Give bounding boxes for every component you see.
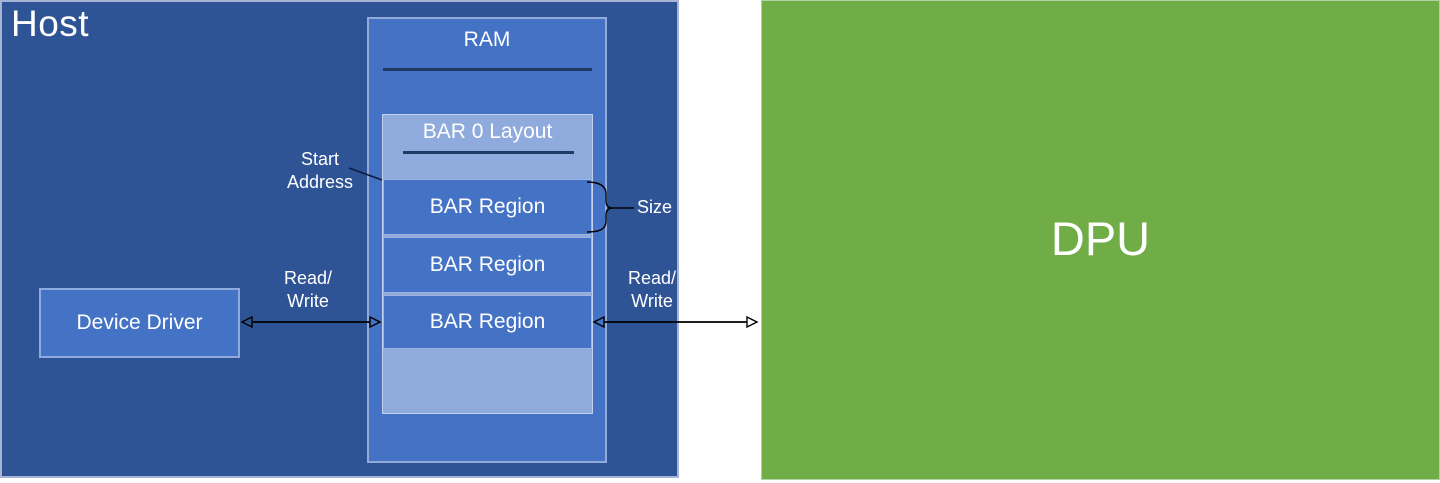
bar-region-3-label: BAR Region <box>429 310 546 333</box>
start-address-label: Start Address <box>279 148 361 194</box>
device-driver-label: Device Driver <box>76 311 203 334</box>
ram-title: RAM <box>463 28 511 51</box>
start-address-line2: Address <box>286 172 354 192</box>
dpu-box: DPU <box>761 0 1440 480</box>
size-label: Size <box>637 197 673 217</box>
host-title: Host <box>11 3 90 44</box>
dpu-title: DPU <box>1050 211 1151 265</box>
bar0-layout-box: BAR 0 Layout BAR Region BAR Region BAR R… <box>382 114 593 414</box>
bar0-layout-underline <box>403 151 574 154</box>
read-write-left-line2: Write <box>287 291 329 311</box>
ram-title-underline <box>383 68 592 71</box>
read-write-label-left: Read/ Write <box>267 267 349 313</box>
bar-region-1: BAR Region <box>383 179 592 235</box>
read-write-left-line1: Read/ <box>283 268 333 288</box>
bar-region-2: BAR Region <box>383 237 592 293</box>
ram-box: RAM BAR 0 Layout BAR Region BAR Region B… <box>367 17 607 463</box>
bar0-layout-title: BAR 0 Layout <box>422 120 553 143</box>
bar-region-1-label: BAR Region <box>429 195 546 218</box>
read-write-right-line1: Read/ <box>627 268 677 288</box>
read-write-right-line2: Write <box>631 291 673 311</box>
bar-region-2-label: BAR Region <box>429 253 546 276</box>
bar-region-3: BAR Region <box>383 295 592 349</box>
read-write-label-right: Read/ Write <box>611 267 693 313</box>
device-driver-box: Device Driver <box>39 288 240 358</box>
start-address-line1: Start <box>300 149 339 169</box>
